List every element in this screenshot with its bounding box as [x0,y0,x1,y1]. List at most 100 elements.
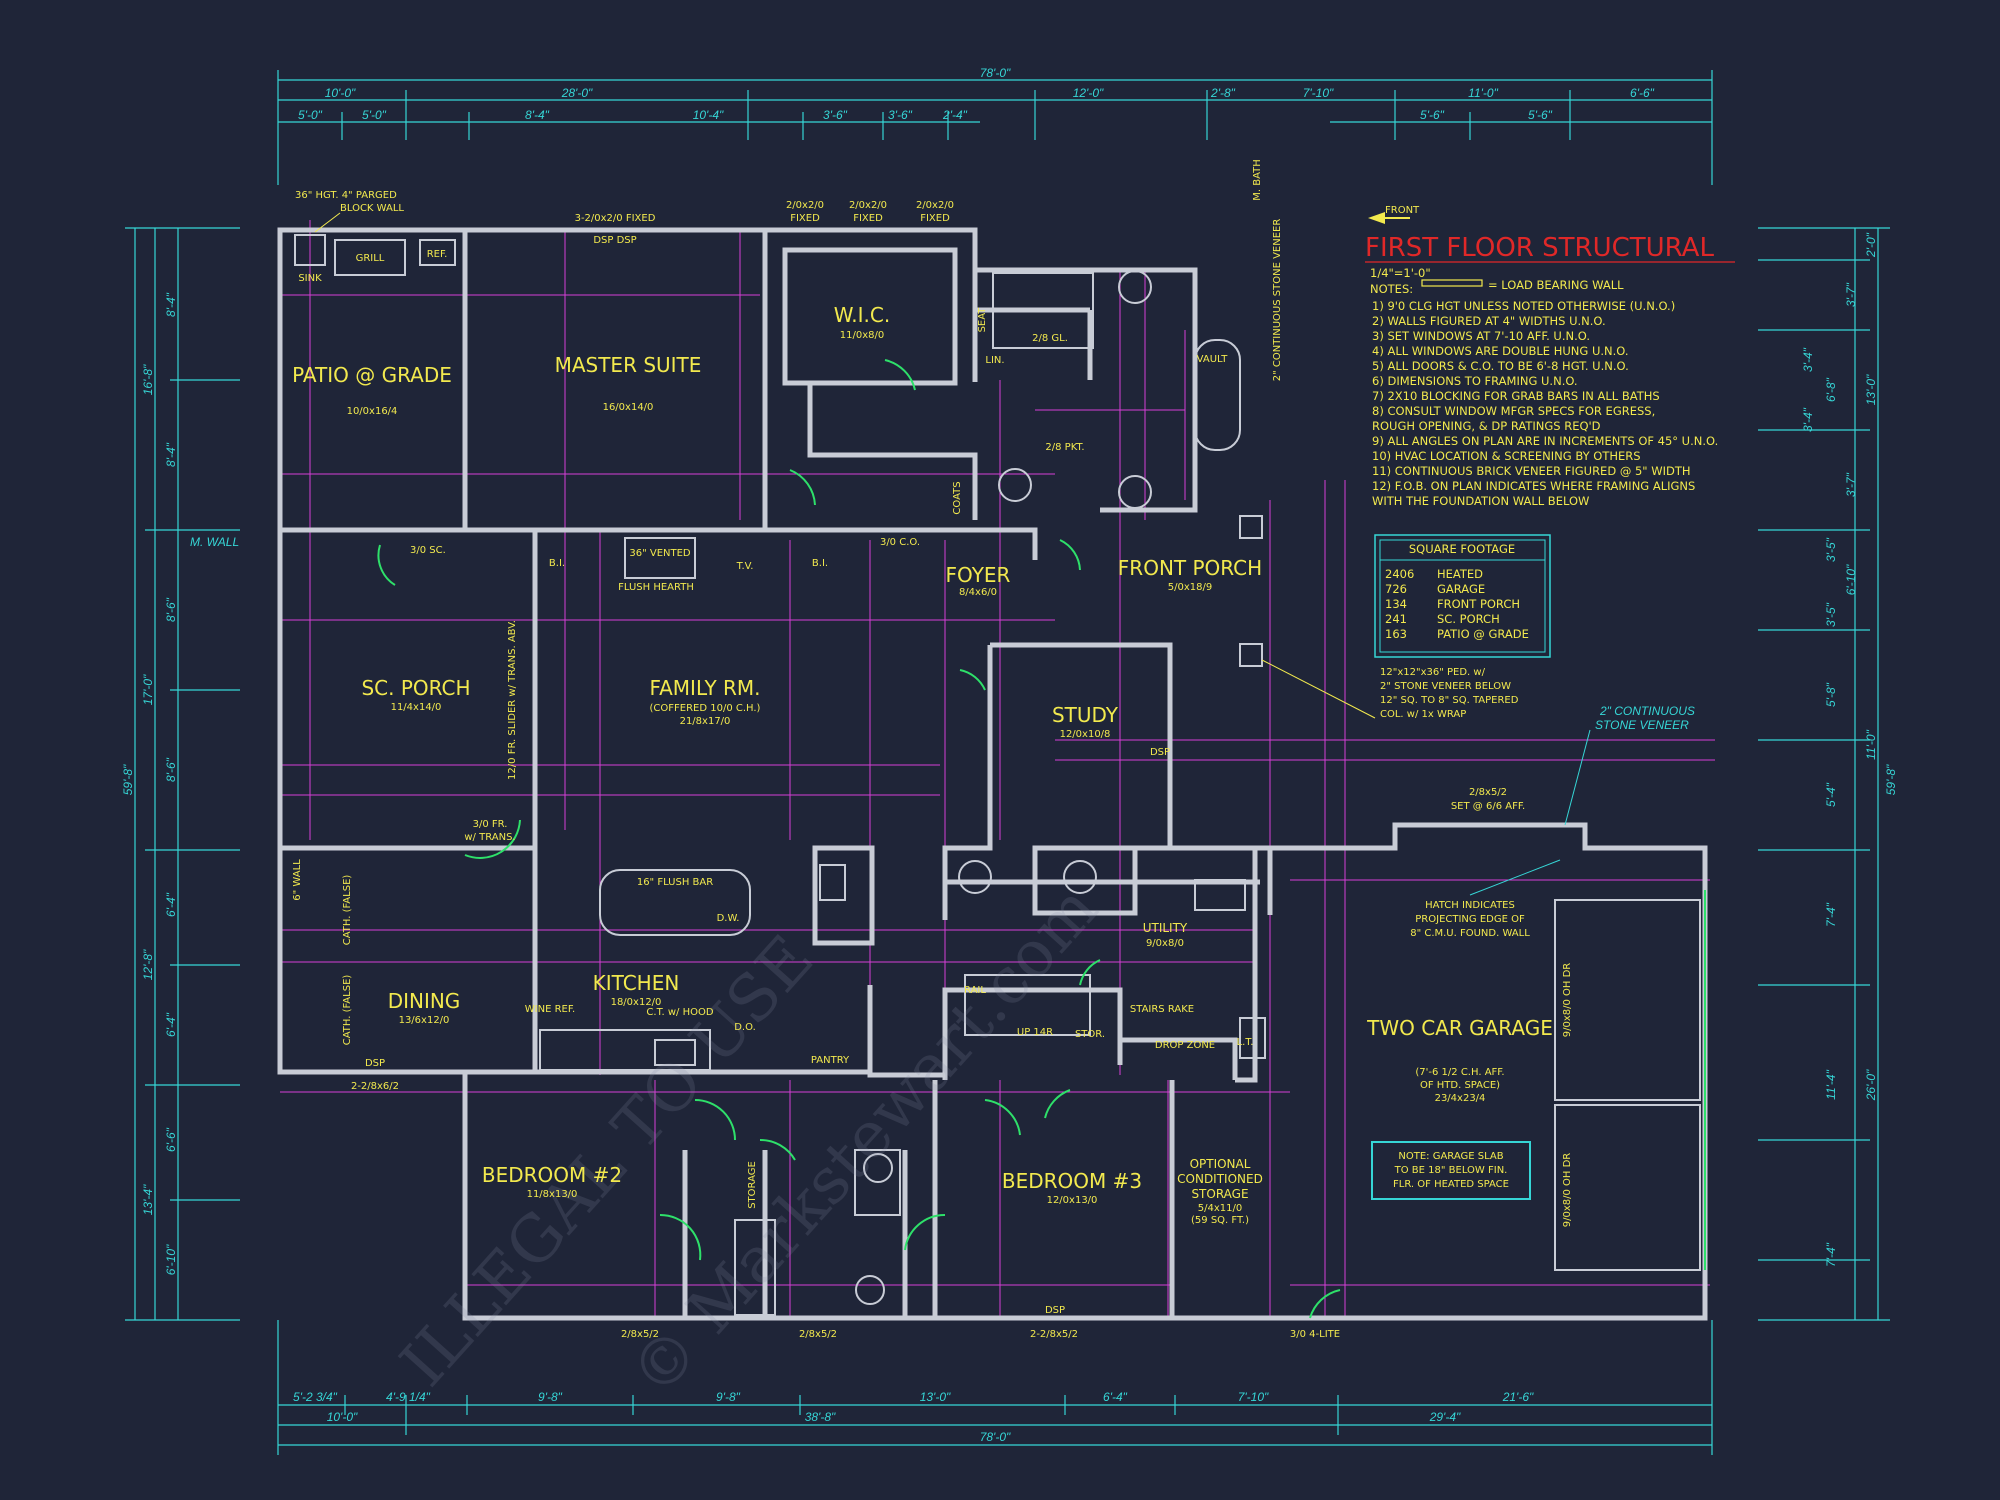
note-line: 5) ALL DOORS & C.O. TO BE 6'-8 HGT. U.N.… [1372,359,1629,373]
callout-ped-3: 12" SQ. TO 8" SQ. TAPERED [1380,695,1519,706]
room-name-dining: DINING [388,989,461,1013]
callout-hatch-2: PROJECTING EDGE OF [1415,914,1525,925]
note-line: 2) WALLS FIGURED AT 4" WIDTHS U.N.O. [1372,314,1606,328]
room-size-master: 16/0x14/0 [603,402,654,413]
dim-text: 3'-7" [1844,472,1858,497]
dim-text: 5'-4" [1824,782,1838,807]
callout-fixed-word-2: FIXED [853,213,883,224]
dim-text: 7'-4" [1824,1242,1838,1267]
callout-wine-ref: WINE REF. [525,1004,575,1015]
dim-text: 8'-4" [164,442,178,467]
dim-text: 5'-8" [1824,682,1838,707]
callout-sink: SINK [298,273,322,284]
callout-garage-door-1: 9/0x8/0 OH DR [1562,963,1573,1038]
callout-bi-left: B.I. [549,558,565,569]
callout-rail: RAIL [964,985,986,996]
legend-text: = LOAD BEARING WALL [1488,278,1624,292]
room-size-kitchen: 18/0x12/0 [611,997,662,1008]
callout-fixed-3: 2/0x2/0 [916,200,954,211]
note-line: ROUGH OPENING, & DP RATINGS REQ'D [1372,419,1601,433]
dim-text: 10'-4" [693,108,724,122]
dim-text: 59'-8" [121,764,135,795]
front-label: FRONT [1385,205,1420,216]
callout-6-wall: 6" WALL [292,859,303,901]
callout-stone-veneer-2: 2" CONTINUOUS [1599,704,1695,718]
callout-set-aff: SET @ 6/6 AFF. [1451,801,1525,812]
dim-text: 8'-4" [525,108,550,122]
dim-text: 5'-0" [298,108,323,122]
sqft-label: HEATED [1437,567,1483,581]
dim-text: 3'-6" [888,108,913,122]
dim-text: 6'-10" [164,1244,178,1275]
door-swings [377,359,1341,1319]
dim-text: 7'-10" [1238,1390,1269,1404]
leader-lines [314,212,1591,896]
room-name-master: MASTER SUITE [555,353,702,377]
callout-bottom-window-2: 2/8x5/2 [799,1329,837,1340]
dim-text: 3'-6" [823,108,848,122]
watermark: ILLEGAL TO USE © Markstewart.com [387,872,1113,1411]
room-size-study: 12/0x10/8 [1060,729,1111,740]
room-size-garage-1: (7'-6 1/2 C.H. AFF. [1415,1067,1504,1078]
room-size-sc-porch: 11/4x14/0 [391,702,442,713]
dim-text: 3'-7" [1844,282,1858,307]
sqft-label: FRONT PORCH [1437,597,1520,611]
dim-text: 6'-4" [164,1012,178,1037]
callout-garage-note-1: NOTE: GARAGE SLAB [1398,1151,1503,1162]
dim-text: 38'-8" [805,1410,836,1424]
callout-ped-2: 2" STONE VENEER BELOW [1380,681,1511,692]
callout-hatch-1: HATCH INDICATES [1425,900,1515,911]
notes-heading: NOTES: [1370,282,1413,296]
note-line: WITH THE FOUNDATION WALL BELOW [1372,494,1589,508]
right-dimensions: 2'-0" 3'-7" 3'-4" 6'-8" 3'-4" 13'-0" 3'-… [1801,232,1898,1267]
dim-text: 9'-8" [538,1390,563,1404]
note-line: 6) DIMENSIONS TO FRAMING U.N.O. [1372,374,1578,388]
dim-text: 26'-0" [1864,1069,1878,1101]
note-line: 8) CONSULT WINDOW MFGR SPECS FOR EGRESS, [1372,404,1655,418]
room-name-sc-porch: SC. PORCH [361,676,470,700]
callout-m-bath: M. BATH [1252,159,1263,201]
dim-text: 7'-4" [1824,902,1838,927]
callout-tv: T.V. [736,561,754,572]
sqft-label: GARAGE [1437,582,1485,596]
square-footage-heading: SQUARE FOOTAGE [1409,542,1515,556]
callout-drop-zone: DROP ZONE [1155,1040,1215,1051]
overall-width-top: 78'-0" [980,66,1011,80]
bottom-dimensions-row1: 5'-2 3/4" 4'-9 1/4" 9'-8" 9'-8" 13'-0" 6… [293,1390,1534,1404]
dim-text: 5'-2 3/4" [293,1390,338,1404]
callout-fixed-2: 2/0x2/0 [849,200,887,211]
callout-dsp-top: DSP DSP [593,235,636,246]
callout-sc-door: 3/0 SC. [410,545,446,556]
room-size-garage-2: OF HTD. SPACE) [1420,1080,1500,1091]
room-name-study: STUDY [1052,703,1119,727]
callout-ref: REF. [427,249,448,260]
callout-trans: w/ TRANS. [464,832,515,843]
dim-text: 29'-4" [1429,1410,1461,1424]
room-size-wic: 11/0x8/0 [840,330,884,341]
sqft-value: 241 [1385,612,1407,626]
bottom-dimensions-row2: 10'-0" 38'-8" 29'-4" [327,1410,1461,1424]
room-labels: PATIO @ GRADE 10/0x16/4 MASTER SUITE 16/… [292,303,1553,1226]
dim-text: 8'-6" [164,757,178,782]
callout-pantry: PANTRY [811,1055,850,1066]
dim-text: 21'-6" [1502,1390,1534,1404]
dim-text: 28'-0" [561,86,593,100]
dim-text: 12'-0" [1073,86,1104,100]
callout-stone-veneer: 2" CONTINUOUS STONE VENEER [1272,219,1283,382]
callout-flush-hearth: FLUSH HEARTH [618,582,694,593]
dim-text: 3'-4" [1801,407,1815,432]
callout-lt: L.T. [1237,1037,1254,1048]
callout-dsp-dining: DSP [365,1058,385,1069]
dim-text: 7'-10" [1303,86,1334,100]
room-dims-family: 21/8x17/0 [680,716,731,727]
note-line: 11) CONTINUOUS BRICK VENEER FIGURED @ 5"… [1372,464,1691,478]
room-name-storage-1: OPTIONAL [1190,1157,1251,1171]
room-name-foyer: FOYER [946,563,1011,587]
dim-text: 5'-6" [1528,108,1553,122]
note-line: 10) HVAC LOCATION & SCREENING BY OTHERS [1372,449,1641,463]
note-line: 7) 2X10 BLOCKING FOR GRAB BARS IN ALL BA… [1372,389,1660,403]
dim-text: 8'-4" [164,292,178,317]
dim-text: 17'-0" [141,674,155,705]
callout-stor: STOR. [1075,1029,1105,1040]
dim-text: 10'-0" [325,86,356,100]
